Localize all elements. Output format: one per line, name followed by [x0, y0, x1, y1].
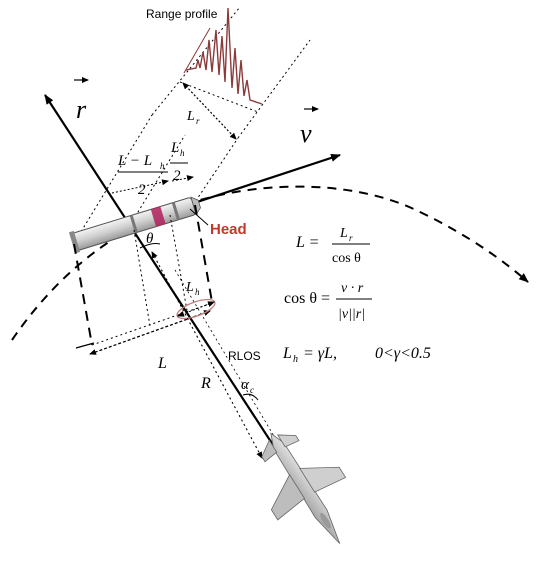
rlos-label: RLOS [228, 349, 261, 363]
equation-head-length: L h = γL, 0<γ<0.5 [282, 345, 431, 365]
svg-text:h: h [195, 287, 200, 297]
svg-text:L =: L = [295, 234, 319, 251]
svg-text:0<γ<0.5: 0<γ<0.5 [375, 345, 431, 362]
svg-text:α: α [241, 377, 250, 393]
v-vector-axis [184, 153, 341, 208]
half-head-fraction: L h 2 [170, 140, 188, 184]
r-range-label: R [200, 375, 211, 392]
head-callout-line [189, 208, 209, 226]
svg-text:c: c [250, 385, 254, 395]
rocket [68, 196, 201, 254]
svg-text:L: L [186, 109, 195, 124]
theta-label: θ [146, 231, 154, 247]
half-head-dimension [171, 175, 194, 182]
svg-text:L − L: L − L [117, 153, 152, 169]
equation-length: L = L r cos θ [295, 226, 370, 266]
svg-text:v: v [300, 119, 312, 148]
alpha-arc [242, 393, 259, 401]
aircraft [261, 432, 347, 544]
projection-line-head [192, 137, 239, 206]
half-length-fraction: L − L h 2 [117, 153, 168, 198]
svg-text:L: L [339, 226, 348, 241]
svg-text:L: L [185, 280, 194, 295]
lr-label: L r [186, 109, 200, 126]
svg-text:= γL,: = γL, [303, 345, 337, 362]
svg-text:|v||r|: |v||r| [338, 307, 365, 322]
theta-arc [139, 243, 161, 249]
svg-text:L: L [170, 140, 179, 156]
r-range-dimension [151, 251, 263, 459]
head-label: Head [210, 221, 247, 238]
alpha-label: α c [241, 377, 254, 395]
range-profile-box [151, 6, 311, 140]
r-vector-axis [44, 94, 276, 449]
half-length-dimension [111, 179, 169, 194]
l-label: L [157, 355, 167, 372]
lh-label: L h [185, 280, 200, 297]
svg-text:r: r [196, 116, 200, 126]
svg-text:h: h [180, 148, 185, 158]
svg-text:v · r: v · r [341, 281, 364, 296]
svg-text:2: 2 [138, 182, 146, 198]
svg-text:2: 2 [173, 168, 181, 184]
svg-text:h: h [160, 161, 165, 171]
svg-text:cos θ: cos θ [332, 251, 361, 266]
svg-text:cos θ =: cos θ = [284, 290, 330, 307]
r-vector-label: r [74, 77, 89, 124]
lr-dimension-line [182, 82, 237, 140]
svg-text:h: h [293, 354, 298, 365]
equation-cos: cos θ = v · r |v||r| [284, 281, 372, 322]
v-vector-label: v [300, 106, 319, 148]
projection-line-tail [75, 114, 153, 241]
range-profile-label: Range profile [146, 7, 218, 21]
svg-text:L: L [282, 345, 292, 362]
range-profile-signal [185, 7, 263, 105]
svg-text:r: r [349, 233, 353, 243]
svg-text:r: r [76, 95, 87, 124]
trajectory-arc [11, 185, 529, 341]
